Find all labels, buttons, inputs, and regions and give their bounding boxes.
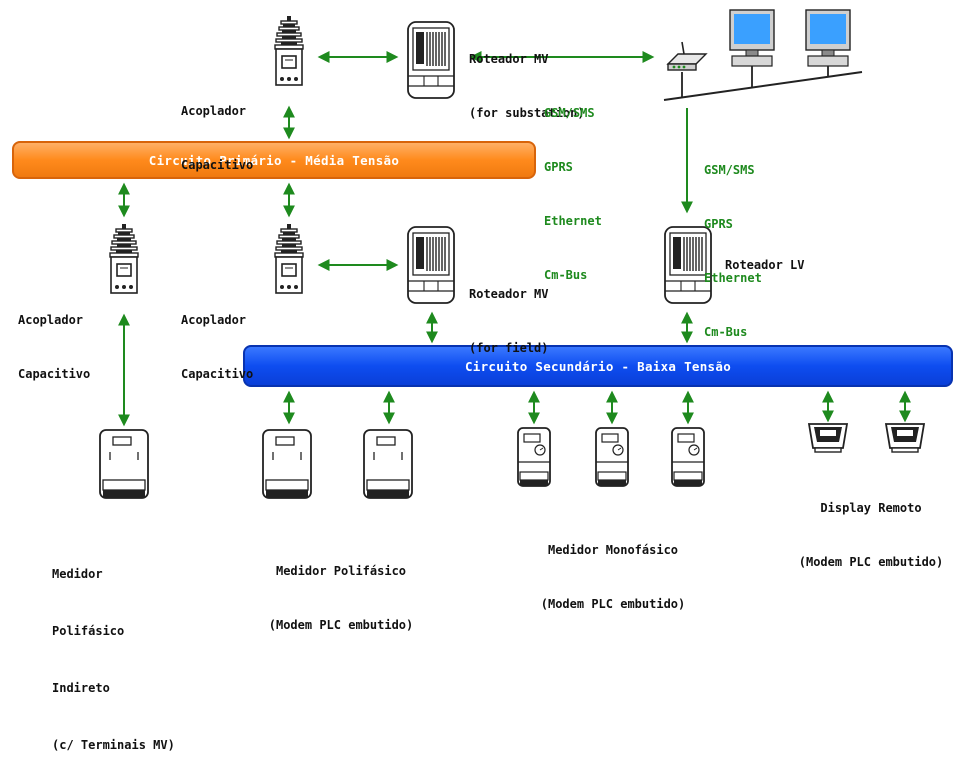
meter-monophase-icon	[595, 427, 629, 487]
meter-monophase-icon	[671, 427, 705, 487]
network-group	[663, 9, 863, 101]
capacitive-coupler-icon	[274, 223, 304, 294]
meter-monophase-icon	[517, 427, 551, 487]
label-meter-indirect: Medidor Polifásico Indireto (c/ Terminai…	[52, 567, 175, 752]
label-comm-protocols-2: GSM/SMS GPRS Ethernet Cm-Bus	[704, 163, 762, 339]
meter-polyphase-icon	[262, 429, 312, 499]
remote-display-icon	[808, 423, 848, 453]
computer-icon	[729, 9, 775, 67]
label-meter-polyphase: Medidor Polifásico (Modem PLC embutido)	[268, 564, 414, 632]
meter-polyphase-icon	[363, 429, 413, 499]
label-coupler-top: Acoplador Capacitivo	[181, 104, 254, 172]
secondary-circuit-bus: Circuito Secundário - Baixa Tensão	[243, 345, 953, 387]
remote-display-icon	[885, 423, 925, 453]
label-coupler-mid: Acoplador Capacitivo	[181, 313, 254, 381]
connection-arrows	[118, 51, 911, 427]
computer-icon	[805, 9, 851, 67]
label-router-lv: Roteador LV	[725, 258, 805, 272]
label-comm-protocols-1: GSM/SMS GPRS Ethernet Cm-Bus	[544, 106, 602, 282]
capacitive-coupler-icon	[274, 15, 304, 86]
meter-polyphase-indirect-icon	[99, 429, 149, 499]
router-mv-substation-icon	[407, 21, 455, 99]
network-hub-icon	[666, 41, 708, 71]
label-meter-monophase: Medidor Monofásico (Modem PLC embutido)	[540, 543, 686, 611]
label-router-substation: Roteador MV (for substation)	[469, 52, 585, 120]
label-router-field: Roteador MV (for field)	[469, 287, 549, 355]
label-coupler-left: Acoplador Capacitivo	[18, 313, 91, 381]
router-mv-field-icon	[407, 226, 455, 304]
capacitive-coupler-icon	[109, 223, 139, 294]
label-remote-display: Display Remoto (Modem PLC embutido)	[798, 501, 944, 569]
primary-circuit-bus: Circuito Primário - Média Tensão	[12, 141, 536, 179]
diagram-canvas	[99, 9, 925, 499]
